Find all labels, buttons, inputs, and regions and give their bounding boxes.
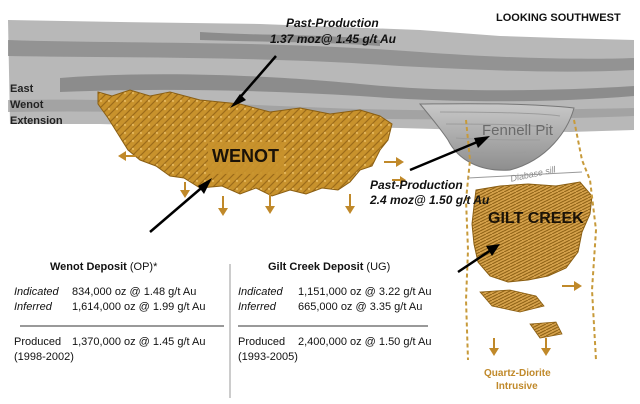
east-wenot-label-line3: Extension	[10, 115, 63, 127]
row-value: 1,370,000 oz @ 1.45 g/t Au	[72, 336, 206, 348]
past-production-2-title: Past-Production	[370, 178, 463, 192]
row-key: Indicated	[14, 286, 59, 298]
pointer-arrow-icon	[409, 136, 490, 172]
arrow-right-icon	[392, 176, 406, 184]
arrow-down-icon	[345, 194, 355, 214]
wenot-deposit-table: Wenot Deposit (OP)* Indicated 834,000 oz …	[14, 260, 228, 365]
arrow-down-icon	[489, 338, 499, 356]
gilt-creek-label: GILT CREEK	[488, 210, 584, 227]
gilt-produced-row: Produced 2,400,000 oz @ 1.50 g/t Au	[238, 335, 438, 350]
gilt-table-title: Gilt Creek Deposit (UG)	[238, 260, 438, 275]
wenot-indicated-row: Indicated 834,000 oz @ 1.48 g/t Au	[14, 285, 228, 300]
fennell-pit-label: Fennell Pit	[482, 122, 553, 139]
view-direction-label: LOOKING SOUTHWEST	[496, 12, 621, 24]
gilt-table-title-suffix: (UG)	[363, 261, 391, 273]
row-value: 665,000 oz @ 3.35 g/t Au	[298, 301, 423, 313]
wenot-table-title-main: Wenot Deposit	[50, 261, 127, 273]
row-value: 2,400,000 oz @ 1.50 g/t Au	[298, 336, 432, 348]
row-key: Inferred	[238, 301, 276, 313]
quartz-diorite-label-line2: Intrusive	[496, 381, 538, 392]
arrow-down-icon	[180, 182, 190, 198]
wenot-inferred-row: Inferred 1,614,000 oz @ 1.99 g/t Au	[14, 300, 228, 315]
wenot-table-title-suffix: (OP)*	[126, 261, 158, 273]
quartz-diorite-label-line1: Quartz-Diorite	[484, 368, 551, 379]
arrow-down-icon	[265, 194, 275, 214]
past-production-2-value: 2.4 moz@ 1.50 g/t Au	[370, 193, 490, 207]
arrow-down-icon	[541, 338, 551, 356]
gilt-produced-years: (1993-2005)	[238, 351, 298, 363]
past-production-1-value: 1.37 moz@ 1.45 g/t Au	[270, 32, 396, 46]
row-key: Inferred	[14, 301, 52, 313]
gilt-table-title-main: Gilt Creek Deposit	[268, 261, 364, 273]
side-arrows	[118, 151, 582, 291]
row-key: Produced	[14, 336, 62, 348]
down-arrows	[180, 182, 551, 356]
pointer-arrow-icon	[230, 55, 277, 108]
gilt-indicated-row: Indicated 1,151,000 oz @ 3.22 g/t Au	[238, 285, 438, 300]
arrow-left-icon	[118, 151, 136, 161]
row-value: 834,000 oz @ 1.48 g/t Au	[72, 286, 197, 298]
pointer-arrow-icon	[149, 178, 212, 233]
fennell-pit	[418, 103, 575, 171]
pointer-arrows	[149, 55, 500, 274]
gilt-creek-deposit-table: Gilt Creek Deposit (UG) Indicated 1,151,0…	[238, 260, 438, 365]
arrow-down-icon	[218, 196, 228, 216]
row-key: Produced	[238, 336, 286, 348]
arrow-right-icon	[562, 281, 582, 291]
wenot-produced-years: (1998-2002)	[14, 351, 74, 363]
diabase-sill-line	[467, 171, 583, 179]
wenot-table-title: Wenot Deposit (OP)*	[14, 260, 228, 275]
quartz-diorite-outline	[464, 119, 598, 361]
wenot-orebody	[97, 89, 393, 197]
gilt-creek-orebody	[471, 181, 593, 339]
pointer-arrow-icon	[457, 244, 500, 274]
east-wenot-label-line2: Wenot	[10, 99, 44, 111]
row-key: Indicated	[238, 286, 283, 298]
row-value: 1,614,000 oz @ 1.99 g/t Au	[72, 301, 206, 313]
row-value: 1,151,000 oz @ 3.22 g/t Au	[298, 286, 432, 298]
east-wenot-label-line1: East	[10, 83, 34, 95]
gilt-inferred-row: Inferred 665,000 oz @ 3.35 g/t Au	[238, 300, 438, 315]
arrow-right-icon	[384, 157, 404, 167]
past-production-1-title: Past-Production	[286, 16, 379, 30]
wenot-produced-row: Produced 1,370,000 oz @ 1.45 g/t Au	[14, 335, 228, 350]
wenot-label: WENOT	[212, 146, 279, 166]
